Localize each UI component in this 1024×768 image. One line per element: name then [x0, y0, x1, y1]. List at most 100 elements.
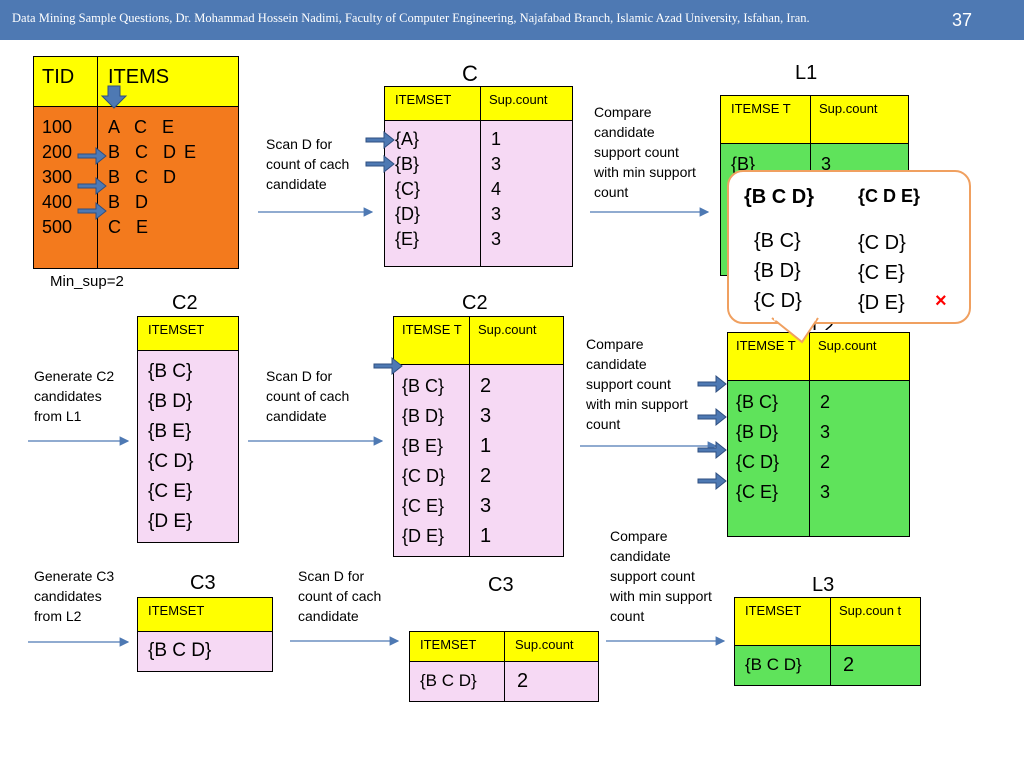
c2b-count: 1 [480, 435, 492, 457]
c2b-itemset: {D E} [402, 526, 445, 546]
callout-subset: {D E} [858, 292, 905, 314]
c2b-count: 3 [480, 495, 492, 517]
l2-count: 3 [820, 482, 831, 502]
db-items: C E [108, 217, 149, 237]
db-extra-item: E [184, 142, 197, 162]
db-items: B D [108, 192, 149, 212]
l2-table: ITEMSE T Sup.count {B C} {B D} {C D} {C … [727, 332, 910, 537]
l2-count: 3 [820, 422, 831, 442]
c2b-count: 3 [480, 405, 492, 427]
c3a-table: ITEMSET {B C D} [137, 597, 273, 672]
c1-itemset: {D} [395, 204, 421, 224]
c3b-count: 2 [517, 670, 529, 692]
callout-subset: {C E} [858, 262, 905, 284]
db-tid: 100 [42, 117, 73, 137]
c1-count: 1 [491, 129, 502, 149]
l3-itemset: {B C D} [745, 655, 802, 674]
scan-label-1: Scan D for count of cach candidate [266, 136, 350, 192]
compare-label-2: Compare candidate support count with min… [586, 336, 688, 432]
c2b-count: 2 [480, 375, 492, 397]
l2-itemset: {C D} [736, 452, 780, 472]
l3-count: 2 [843, 654, 855, 676]
c2b-header-itemset: ITEMSE T [393, 316, 470, 365]
c1-table: ITEMSET Sup.count {A} {B} {C} {D} {E} 1 … [384, 86, 573, 267]
c2b-title: C2 [462, 292, 488, 314]
l2-header-count: Sup.count [809, 332, 910, 381]
c3b-header-itemset: ITEMSET [409, 631, 505, 662]
scan-label-2: Scan D for count of cach candidate [266, 368, 350, 424]
l1-header-count: Sup.count [810, 95, 909, 144]
c2a-table: ITEMSET {B C} {B D} {B E} {C D} {C E} {D… [137, 316, 239, 543]
c2a-itemset: {B D} [148, 391, 193, 412]
c3b-header-count: Sup.count [504, 631, 599, 662]
c2a-header-itemset: ITEMSET [137, 316, 239, 351]
c2b-itemset: {B E} [402, 436, 444, 456]
generate-c3-label: Generate C3 candidates from L2 [34, 568, 115, 624]
c2a-itemset: {B E} [148, 421, 192, 442]
callout-candidate-bcd: {B C D} [744, 186, 815, 208]
l1-header-itemset: ITEMSE T [720, 95, 811, 144]
db-tid: 400 [42, 192, 73, 212]
c2a-itemset: {D E} [148, 511, 193, 532]
db-header-tid: TID [33, 56, 98, 107]
l1-title: L1 [795, 62, 818, 84]
c2b-count: 2 [480, 465, 492, 487]
callout-bubble [727, 170, 971, 324]
callout-subsets-cde: {C D} {C E} {D E} [858, 228, 906, 318]
c1-count: 3 [491, 154, 502, 174]
c1-count: 3 [491, 204, 502, 224]
callout-subsets-bcd: {B C} {B D} {C D} [754, 226, 802, 316]
c2a-itemset: {C E} [148, 481, 193, 502]
slide-header: Data Mining Sample Questions, Dr. Mohamm… [0, 0, 1024, 40]
l1-count: 3 [821, 154, 832, 174]
compare-label-1: Compare candidate support count with min… [594, 104, 696, 200]
l3-title: L3 [812, 574, 835, 596]
l2-itemset: {B D} [736, 422, 779, 442]
header-title: Data Mining Sample Questions, Dr. Mohamm… [12, 11, 810, 25]
db-tid: 200 [42, 142, 73, 162]
l3-header-count: Sup.coun t [830, 597, 921, 646]
l2-count: 2 [820, 452, 831, 472]
c3b-table: ITEMSET Sup.count {B C D} 2 [409, 631, 599, 702]
callout-candidate-cde: {C D E} [858, 186, 921, 206]
db-tid: 300 [42, 167, 73, 187]
c2a-title: C2 [172, 292, 198, 314]
c3b-title: C3 [488, 574, 514, 596]
callout-subset: {C D} [754, 290, 802, 312]
c1-itemset: {A} [395, 129, 420, 149]
callout-subset: {B C} [754, 230, 801, 252]
db-header-items: ITEMS [97, 56, 239, 107]
c3a-itemset: {B C D} [148, 640, 212, 661]
l3-header-itemset: ITEMSET [734, 597, 831, 646]
c2b-count: 1 [480, 525, 492, 547]
l2-header-itemset: ITEMSE T [727, 332, 810, 381]
c3b-itemset: {B C D} [420, 671, 477, 690]
database-table: TID ITEMS 100 200 300 400 500 A C E B C … [33, 56, 239, 269]
callout-subset: {B D} [754, 260, 801, 282]
l3-table: ITEMSET Sup.coun t {B C D} 2 [734, 597, 921, 686]
generate-c2-label: Generate C2 candidates from L1 [34, 368, 115, 424]
c3a-header-itemset: ITEMSET [137, 597, 273, 632]
l1-itemset: {B} [731, 154, 756, 174]
db-items: A C E [108, 117, 175, 137]
scan-label-3: Scan D for count of cach candidate [298, 568, 382, 624]
db-tid: 500 [42, 217, 73, 237]
min-sup-label: Min_sup=2 [50, 273, 124, 290]
c2b-itemset: {C D} [402, 466, 446, 486]
callout-subset: {C D} [858, 232, 906, 254]
cross-icon: × [935, 290, 947, 312]
c2b-table: ITEMSE T Sup.count {B C} {B D} {B E} {C … [393, 316, 564, 557]
c3a-title: C3 [190, 572, 216, 594]
c2b-itemset: {B D} [402, 406, 445, 426]
c1-header-itemset: ITEMSET [384, 86, 481, 121]
c2b-header-count: Sup.count [469, 316, 564, 365]
l2-itemset: {C E} [736, 482, 779, 502]
c2a-itemset: {C D} [148, 451, 194, 472]
compare-label-3: Compare candidate support count with min… [610, 528, 712, 624]
c1-header-count: Sup.count [480, 86, 573, 121]
l2-count: 2 [820, 392, 831, 412]
c1-count: 3 [491, 229, 502, 249]
l2-itemset: {B C} [736, 392, 779, 412]
c1-itemset: {C} [395, 179, 421, 199]
